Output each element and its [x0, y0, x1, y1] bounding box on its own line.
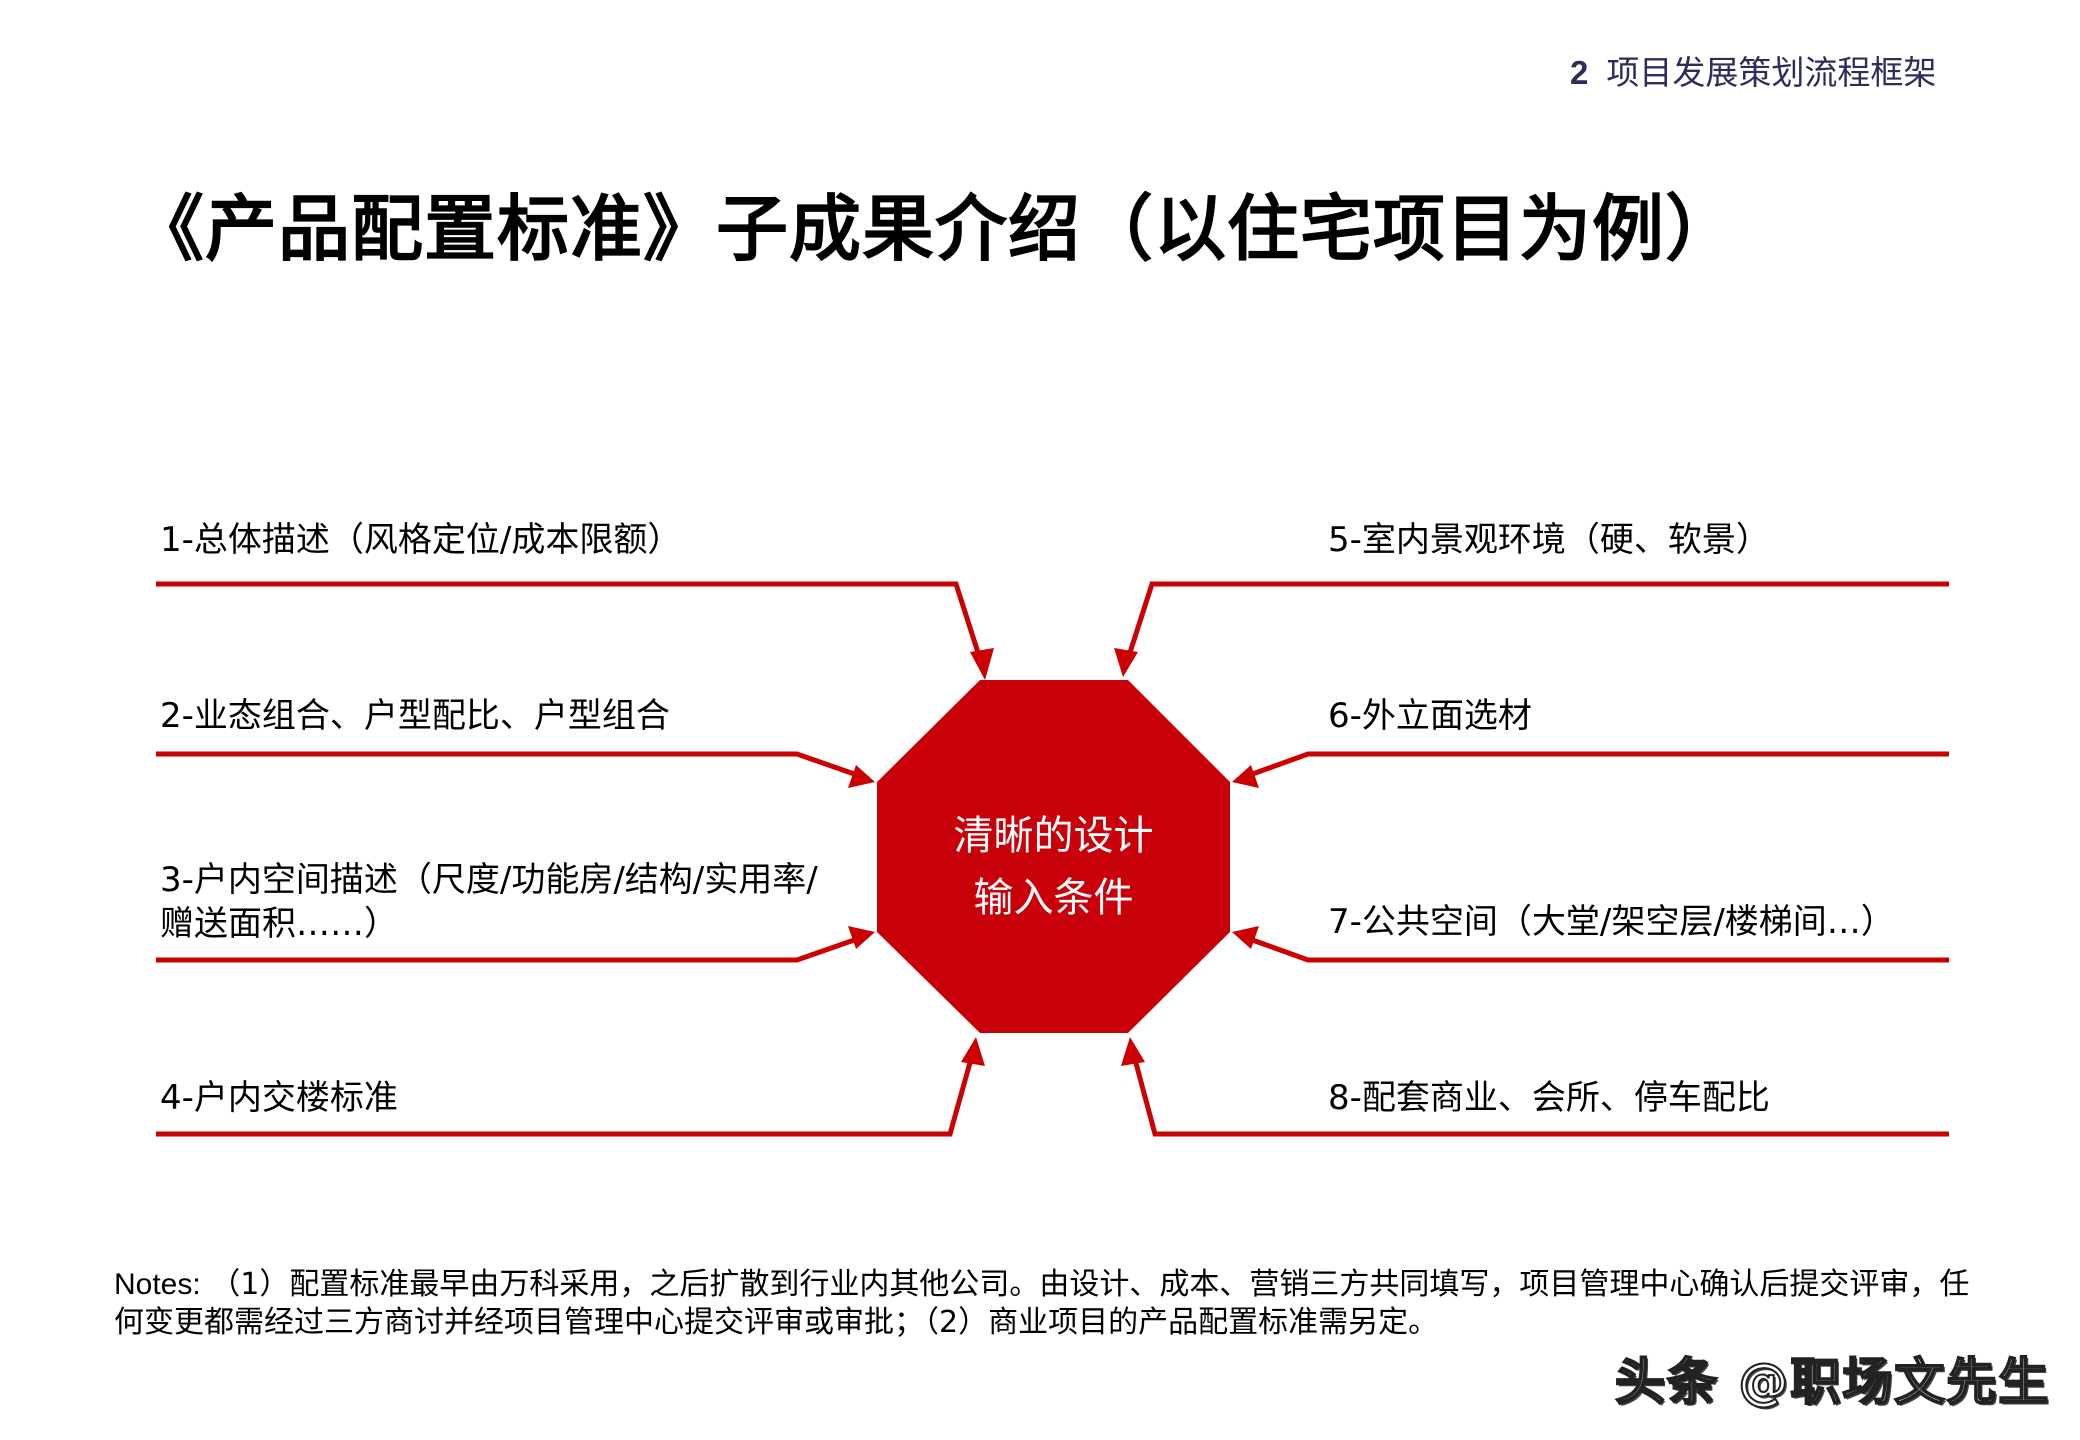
notes: Notes: （1）配置标准最早由万科采用，之后扩散到行业内其他公司。由设计、成…: [114, 1266, 1994, 1342]
connector-8: [1130, 1051, 1949, 1137]
section-number: 2: [1570, 54, 1589, 91]
connector-3: [156, 935, 861, 963]
arrowhead-6: [1232, 765, 1259, 788]
connector-4: [156, 1051, 976, 1137]
item-2: 2-业态组合、户型配比、户型组合: [160, 696, 670, 736]
connector-7: [1246, 935, 1949, 963]
item-4: 4-户内交楼标准: [160, 1078, 398, 1118]
arrowhead-7: [1232, 926, 1259, 949]
item-7: 7-公共空间（大堂/架空层/楼梯间…）: [1328, 902, 1895, 942]
notes-label: Notes:: [114, 1268, 201, 1301]
arrowhead-5: [1114, 648, 1138, 677]
item-6: 6-外立面选材: [1328, 696, 1532, 736]
center-octagon: [877, 680, 1230, 1033]
arrowhead-2: [848, 765, 875, 788]
item-8: 8-配套商业、会所、停车配比: [1328, 1078, 1770, 1118]
page-title: 《产品配置标准》子成果介绍（以住宅项目为例）: [132, 187, 1739, 271]
center-label-line2: 输入条件: [973, 875, 1134, 921]
section-header: 2 项目发展策划流程框架: [1570, 46, 1936, 94]
center-label: 清晰的设计 输入条件: [877, 805, 1230, 929]
arrowhead-4: [961, 1037, 985, 1066]
arrowhead-8: [1121, 1037, 1145, 1066]
item-3: 3-户内空间描述（尺度/功能房/结构/实用率/赠送面积……）: [160, 860, 818, 944]
center-label-line1: 清晰的设计: [953, 813, 1154, 859]
section-title: 项目发展策划流程框架: [1606, 53, 1937, 92]
connector-2: [156, 751, 861, 779]
arrowhead-3: [848, 926, 875, 949]
item-5: 5-室内景观环境（硬、软景）: [1328, 520, 1770, 560]
notes-text: （1）配置标准最早由万科采用，之后扩散到行业内其他公司。由设计、成本、营销三方共…: [114, 1267, 1970, 1340]
connector-5: [1123, 581, 1949, 666]
watermark: 头条 @职场文先生: [1614, 1352, 2051, 1412]
arrowhead-1: [970, 648, 994, 680]
connector-6: [1246, 751, 1949, 779]
connector-1: [156, 581, 985, 666]
item-1: 1-总体描述（风格定位/成本限额）: [160, 520, 682, 560]
